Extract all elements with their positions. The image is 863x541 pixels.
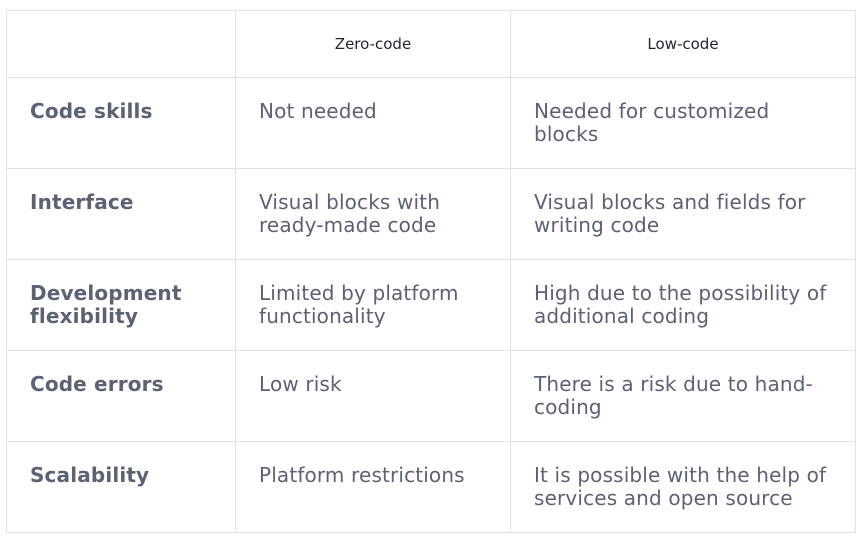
low-code-cell: It is possible with the help of services… [510,441,856,533]
header-cell-zero-code: Zero-code [235,10,511,78]
zero-code-cell: Visual blocks with ready-made code [235,168,511,260]
row-label: Code skills [30,99,153,123]
table-row: Interface Visual blocks with ready-made … [6,168,856,260]
header-cell-blank [6,10,236,78]
table-row: Code errors Low risk There is a risk due… [6,350,856,442]
low-code-cell: Visual blocks and fields for writing cod… [510,168,856,260]
row-label: Code errors [30,372,164,396]
table-header: Zero-code Low-code [6,10,856,78]
low-code-value: Visual blocks and fields for writing cod… [534,190,806,237]
zero-code-value: Not needed [259,99,377,123]
zero-code-value: Visual blocks with ready-made code [259,190,441,237]
zero-code-cell: Limited by platform functionality [235,259,511,351]
row-label-cell: Interface [6,168,236,260]
zero-code-cell: Not needed [235,77,511,169]
zero-code-value: Low risk [259,372,342,396]
low-code-value: There is a risk due to hand-coding [534,372,813,419]
zero-code-value: Limited by platform functionality [259,281,459,328]
row-label: Interface [30,190,134,214]
table-row: Scalability Platform restrictions It is … [6,441,856,533]
row-label: Scalability [30,463,150,487]
row-label-cell: Code errors [6,350,236,442]
table-body: Code skills Not needed Needed for custom… [6,77,856,533]
row-label-cell: Development flexibility [6,259,236,351]
low-code-cell: There is a risk due to hand-coding [510,350,856,442]
table-row: Code skills Not needed Needed for custom… [6,77,856,169]
comparison-table: Zero-code Low-code Code skills Not neede… [6,10,856,533]
low-code-value: It is possible with the help of services… [534,463,827,510]
zero-code-value: Platform restrictions [259,463,465,487]
zero-code-cell: Low risk [235,350,511,442]
zero-code-cell: Platform restrictions [235,441,511,533]
header-row: Zero-code Low-code [6,10,856,78]
low-code-value: Needed for customized blocks [534,99,770,146]
comparison-table-container: Zero-code Low-code Code skills Not neede… [6,10,856,533]
low-code-cell: Needed for customized blocks [510,77,856,169]
table-row: Development flexibility Limited by platf… [6,259,856,351]
low-code-value: High due to the possibility of additiona… [534,281,827,328]
header-cell-low-code: Low-code [510,10,856,78]
row-label-cell: Code skills [6,77,236,169]
row-label: Development flexibility [30,281,182,328]
row-label-cell: Scalability [6,441,236,533]
low-code-cell: High due to the possibility of additiona… [510,259,856,351]
